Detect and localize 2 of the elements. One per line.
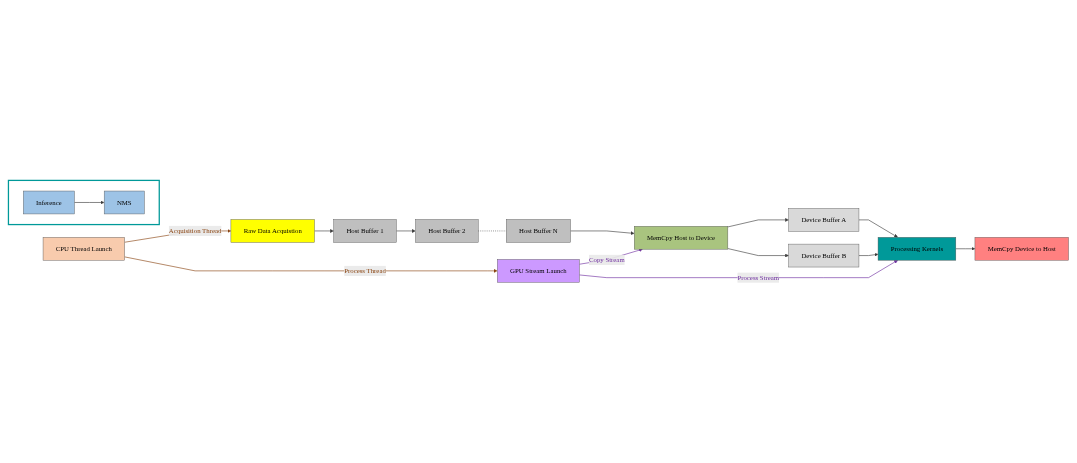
connector [477, 230, 507, 232]
cluster [7, 179, 160, 226]
